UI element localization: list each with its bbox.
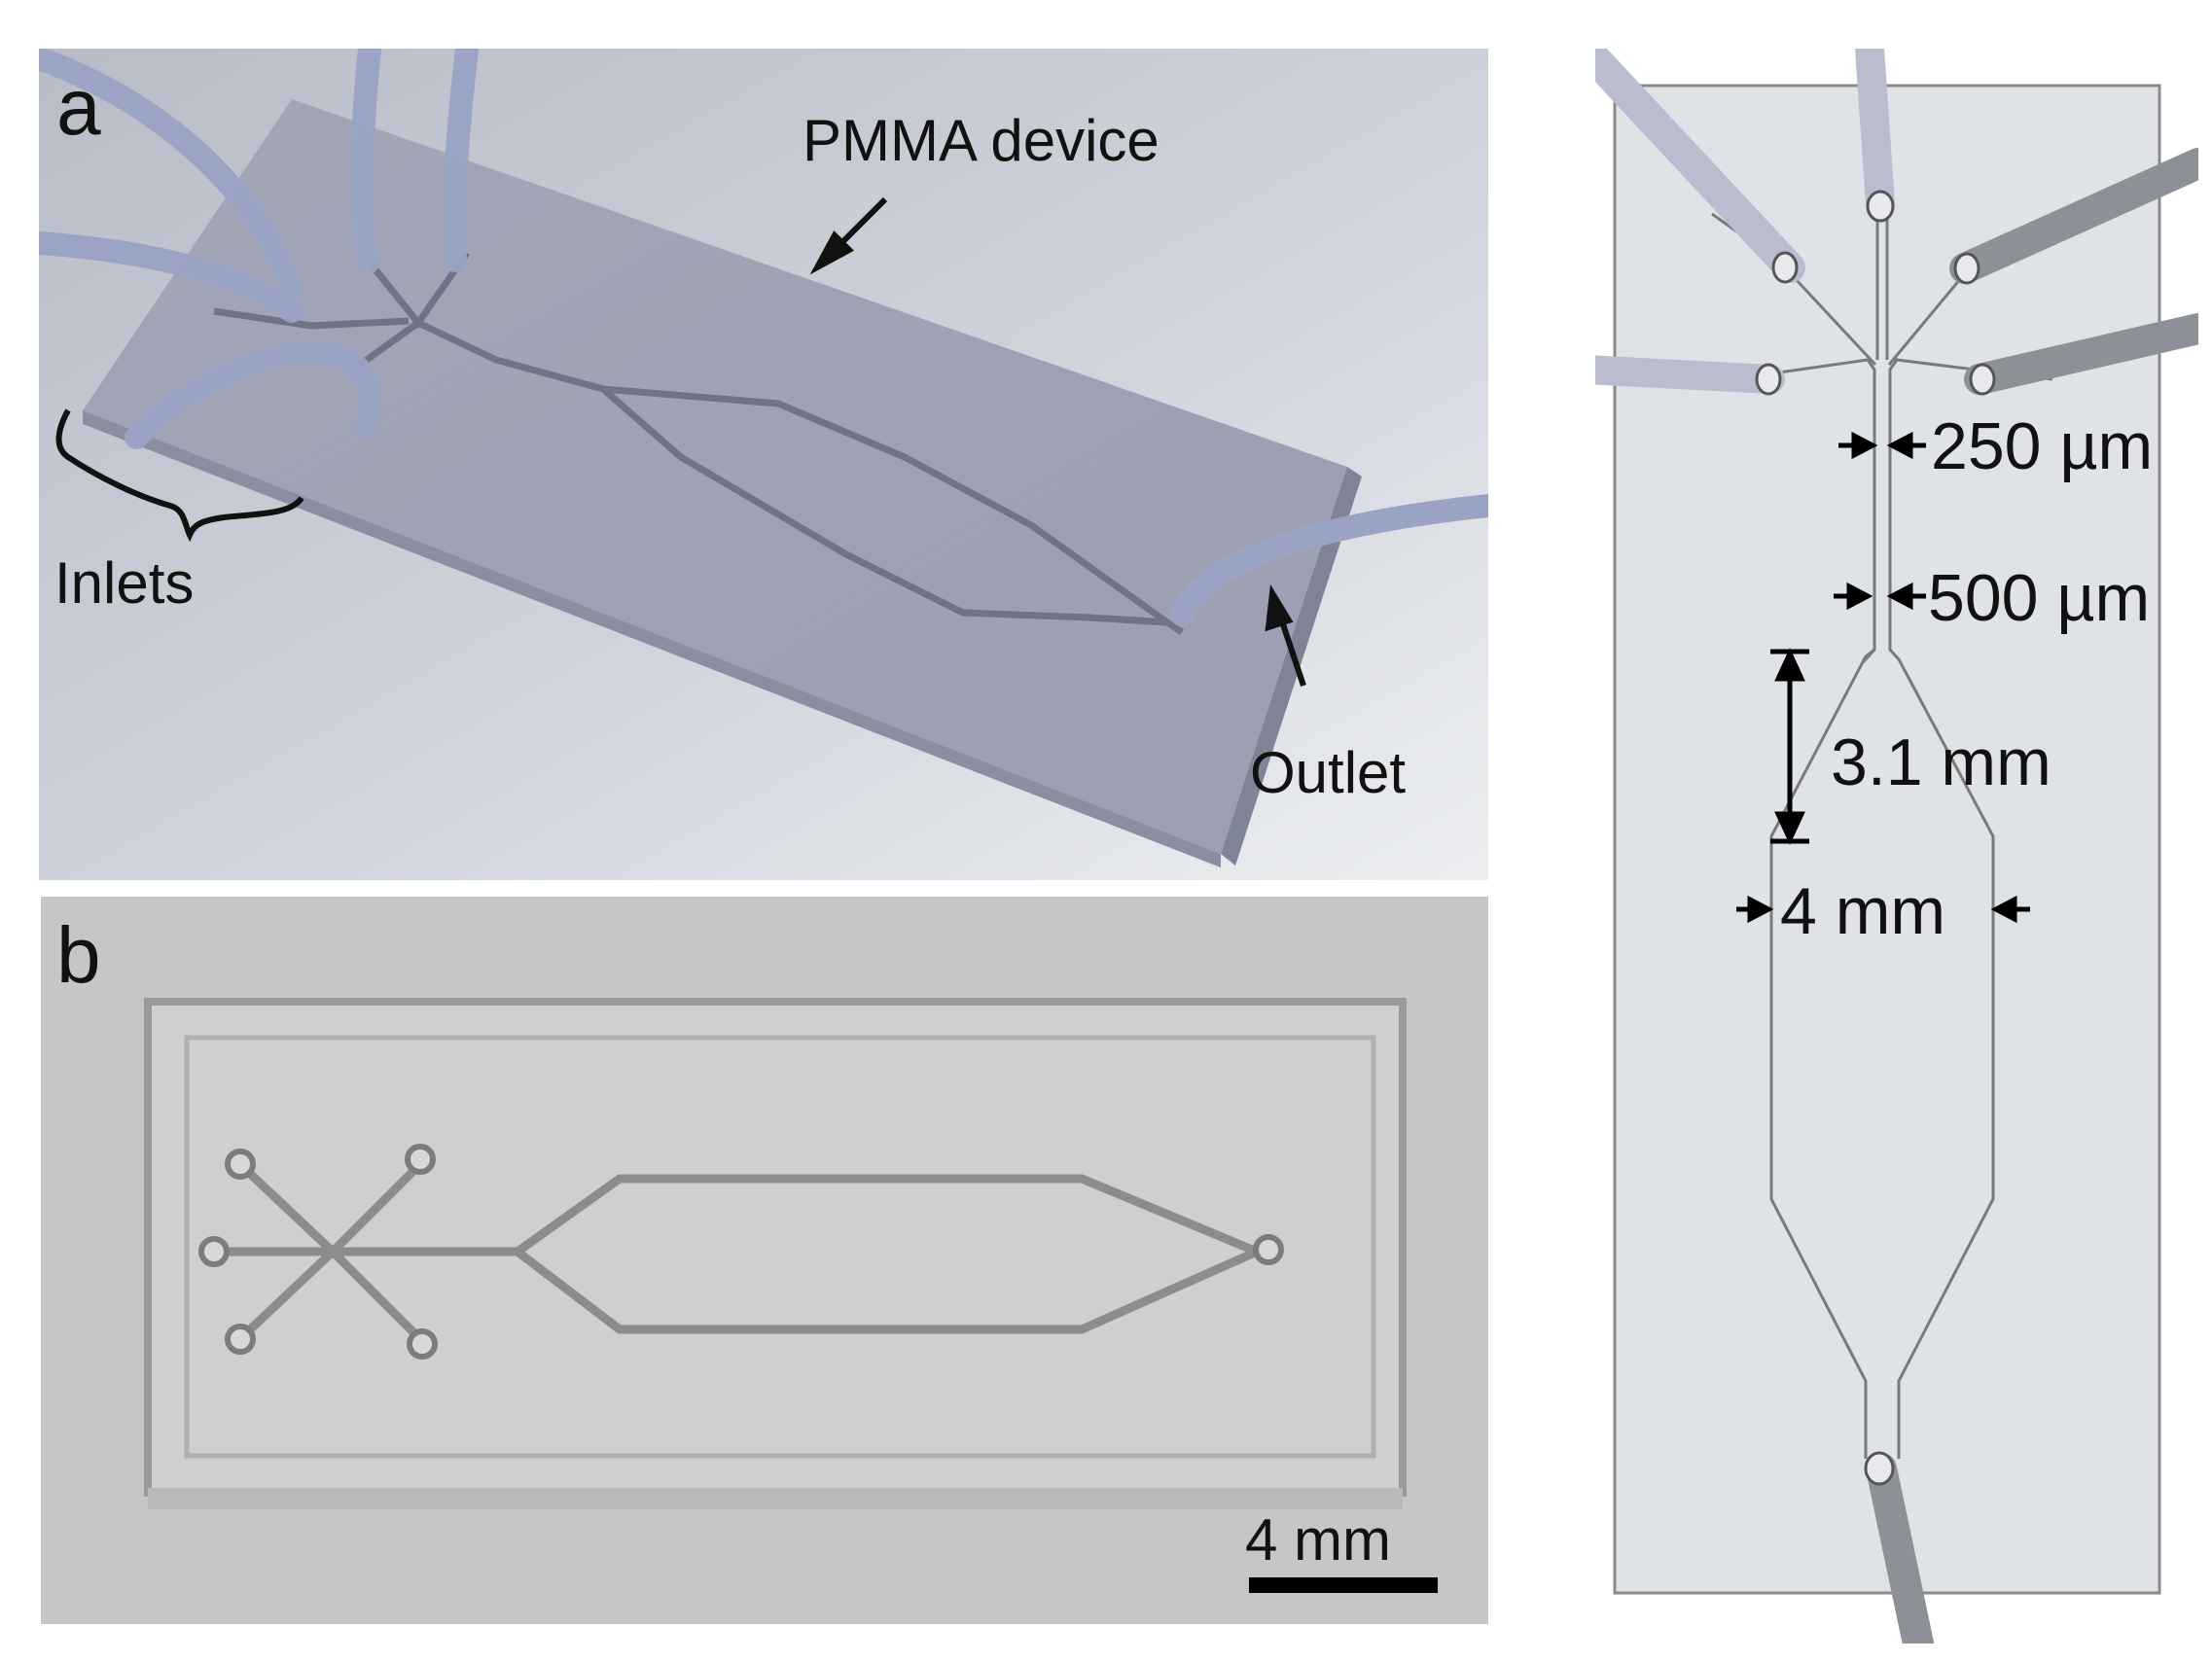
schematic-ports: [1755, 190, 1996, 1486]
annotation-arrows: [809, 196, 1306, 687]
chip-body: [144, 998, 1407, 1497]
inlets-brace: [55, 408, 304, 543]
panel-b-svg: 4 mm b: [41, 897, 1488, 1624]
dim-4-mm: 4 mm: [1780, 874, 1945, 948]
panel-c-schematic: c 250 µm 500 µm 3.1 mm 4 mm: [1595, 49, 2198, 1644]
scale-bar: [1249, 1577, 1438, 1593]
inlet-tubes: [39, 49, 479, 449]
photo-channels: [221, 1160, 1259, 1343]
panel-a-render: a PMMA device Inlets Outlet: [39, 49, 1488, 880]
label-inlets: Inlets: [54, 550, 194, 616]
schematic-tubes: [1595, 49, 2198, 1644]
panel-a-svg: a PMMA device Inlets Outlet: [39, 49, 1488, 880]
panel-a-letter: a: [56, 63, 101, 152]
photo-ports: [198, 1144, 1284, 1360]
outlet-tube: [1170, 494, 1488, 626]
pmma-plate-side: [1221, 467, 1362, 866]
dimension-arrows: [1736, 431, 2030, 924]
dim-500-um: 500 µm: [1928, 561, 2150, 635]
channel-network: [213, 251, 1184, 635]
label-outlet: Outlet: [1250, 740, 1406, 805]
panel-b-letter: b: [56, 911, 101, 1000]
chip-inner-edge: [184, 1035, 1376, 1459]
panel-b-photo: 4 mm b: [41, 897, 1488, 1624]
label-pmma-device: PMMA device: [803, 108, 1160, 173]
dim-250-um: 250 µm: [1931, 409, 2153, 483]
dim-3-1-mm: 3.1 mm: [1831, 725, 2051, 799]
chip-bottom-edge: [148, 1488, 1403, 1509]
scale-bar-label: 4 mm: [1245, 1507, 1391, 1573]
pmma-plate-edge: [83, 410, 1221, 867]
panel-c-svg: c 250 µm 500 µm 3.1 mm 4 mm: [1595, 49, 2198, 1644]
